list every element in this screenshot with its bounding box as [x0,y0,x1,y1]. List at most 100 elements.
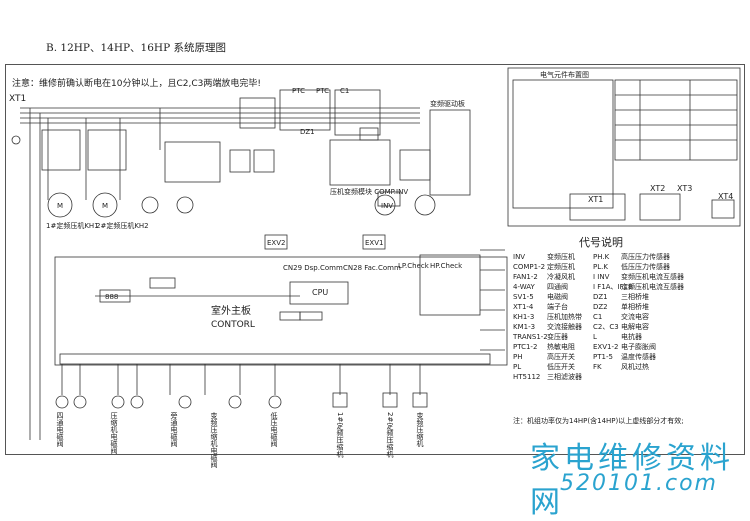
c1-label: C1 [340,87,350,95]
legend-cell: 三相滤波器 [547,373,582,381]
svg-text:888: 888 [105,293,118,301]
legend-cell: 风机过热 [621,363,649,371]
legend-cell: KH1-3 [513,313,535,321]
legend-cell: 电磁阀 [547,293,568,301]
warning-note: 注意：维修前确认断电在10分钟以上，且C2,C3两端放电完毕! [12,79,261,89]
legend-cell: 低压压力传感器 [621,263,670,271]
legend-cell: 变频压机电流互感器 [621,273,684,281]
legend-cell: 热敏电阻 [547,343,575,351]
sv-label-5: 低压电磁阀 [270,412,278,447]
lp-check-label: LP.Check [398,262,429,270]
legend-cell: FK [593,363,602,371]
dz1-label: DZ1 [300,128,315,136]
legend-cell: 单相桥堆 [621,303,649,311]
legend-cell: PTC1-2 [513,343,538,351]
legend-cell: PL.K [593,263,608,271]
xt3-label: XT3 [677,184,693,193]
legend-note: 注：机组功率仅为14HP(含14HP)以上虚线部分才有效; [513,417,684,425]
legend-cell [593,372,621,382]
xt2-label: XT2 [650,184,666,193]
legend-cell: I INV [593,273,610,281]
legend-cell: 交流接触器 [547,323,582,331]
legend-cell: PH.K [593,253,610,261]
xt4-label: XT4 [718,192,734,201]
legend-cell: DZ2 [593,303,608,311]
comp-inv-label: 压机变频模块 COMP.INV [330,188,409,196]
legend-cell: L [593,333,597,341]
svg-text:M: M [57,202,63,210]
svg-text:EXV2: EXV2 [267,239,285,247]
cn29-label: CN29 Dsp.Comm [283,264,343,272]
sv-label-3: 旁通电磁阀 [170,412,178,447]
legend-cell: PH [513,353,523,361]
xt1-panel-label: XT1 [588,195,604,204]
ptc1-label: PTC [292,87,305,95]
watermark-text: 家电维修资料网 [530,441,734,520]
legend-cell: 定频压机 [547,263,575,271]
legend-cell: 电解电容 [621,323,649,331]
legend-cell: 低压开关 [547,363,575,371]
legend-row: XT1-4 端子台 DZ2 单相桥堆 [513,302,750,312]
legend-cell: SV1-5 [513,293,534,301]
layout-title: 电气元件布置图 [540,71,589,79]
legend-cell [621,372,701,382]
legend-cell: 交流电容 [621,313,649,321]
legend-cell: FAN1-2 [513,273,538,281]
legend-cell: C1 [593,313,603,321]
legend-cell: 电子膨胀阀 [621,343,656,351]
ptc2-label: PTC [316,87,329,95]
board-title: 室外主板 [211,306,251,317]
legend-cell: 压机加热带 [547,313,582,321]
legend-row: INV 变频压机 PH.K 高压压力传感器 [513,252,750,262]
legend-cell: EXV1-2 [593,343,619,351]
legend-cell: INV [513,253,526,261]
legend-cell: 定频压机电流互感器 [621,283,684,291]
legend-cell: 高压压力传感器 [621,253,670,261]
svg-text:INV: INV [381,202,393,210]
legend-title: 代号说明 [579,236,623,249]
comp1-label: 1#定频压机KH1 [46,222,99,230]
legend-cell: 四通阀 [547,283,568,291]
legend-cell: 电抗器 [621,333,642,341]
legend-row: HT5112 三相滤波器 [513,372,750,382]
legend-cell: XT1-4 [513,303,534,311]
legend-cell: 高压开关 [547,353,575,361]
legend-cell: 温度传感器 [621,353,656,361]
legend-cell: 端子台 [547,303,568,311]
board-subtitle: CONTORL [211,320,255,330]
comp2-label: 2#定频压机KH2 [96,222,149,230]
legend-cell: HT5112 [513,373,541,381]
cpu-label: CPU [312,288,329,297]
legend-row: PL 低压开关 FK 风机过热 [513,362,750,372]
legend-cell: DZ1 [593,293,608,301]
km-label-1: 1#定频压缩机 [336,412,344,458]
cn28-label: CN28 Fac.Comm [343,264,401,272]
inv-board-label: 变频驱动板 [430,100,465,108]
svg-text:M: M [102,202,108,210]
schematic-frame [5,64,745,455]
schematic-diagram: M M INV EXV2 EXV1 888 [11,67,741,440]
sv-label-4: 变频压缩机电磁阀 [210,412,218,468]
km-label-2: 2#定频压缩机 [386,412,394,458]
watermark-url: 520101.com [560,471,718,496]
legend-cell: 变频压机 [547,253,575,261]
legend-cell: 变压器 [547,333,568,341]
legend-cell: I F1A、IF1B [593,283,633,291]
legend-cell: COMP1-2 [513,263,546,271]
legend-cell: 4-WAY [513,283,535,291]
legend-cell: PL [513,363,522,371]
svg-text:EXV1: EXV1 [365,239,383,247]
legend-cell: C2、C3 [593,323,619,331]
hp-check-label: HP.Check [430,262,463,270]
km-label-3: 变频压缩机 [416,412,424,447]
sv-label-1: 四通电磁阀 [56,412,64,447]
page-title: B. 12HP、14HP、16HP 系统原理图 [46,42,226,54]
